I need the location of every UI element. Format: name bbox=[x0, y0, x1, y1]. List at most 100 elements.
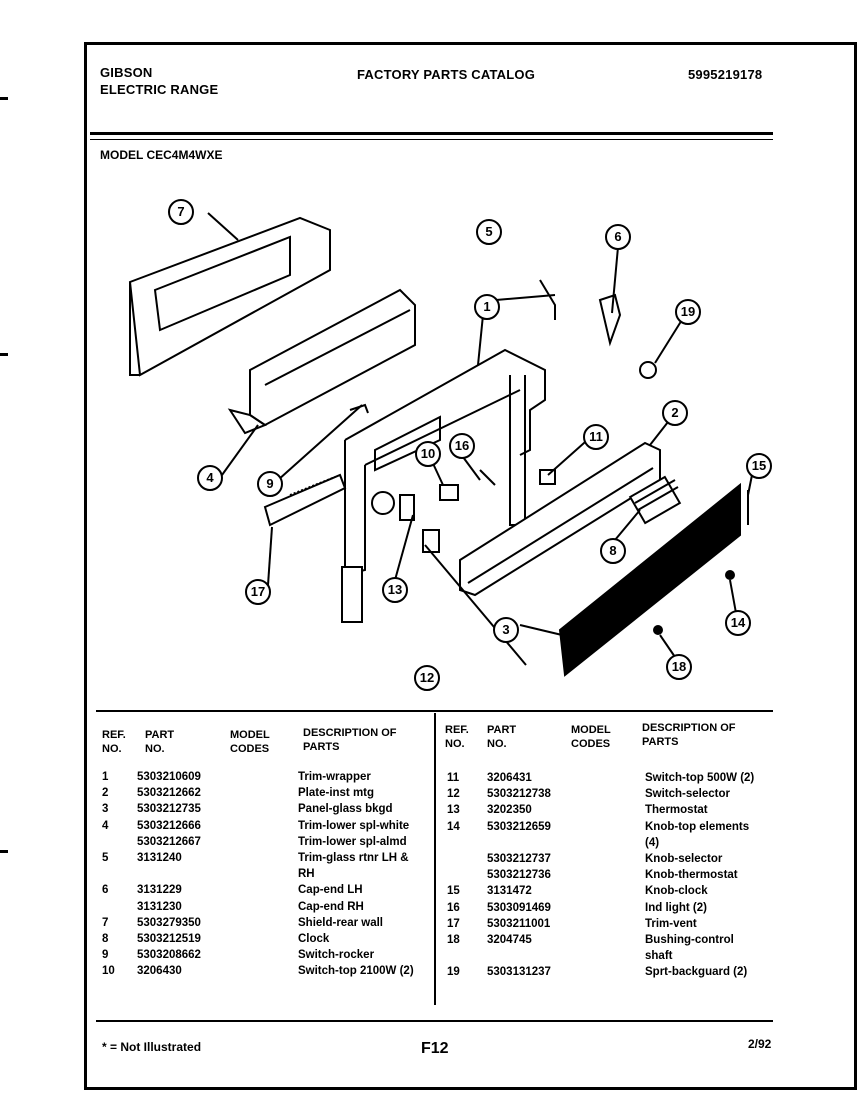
parts-part-left: 5303212519 bbox=[137, 933, 201, 945]
parts-ref-right: 14 bbox=[447, 820, 460, 833]
part-panel-glass bbox=[558, 482, 741, 677]
margin-mark bbox=[0, 850, 8, 853]
parts-desc-left: Panel-glass bkgd bbox=[298, 803, 393, 816]
col-part-left: PART NO. bbox=[145, 729, 175, 755]
callout-8: 8 bbox=[600, 538, 626, 564]
parts-desc-left: Trim-glass rtnr LH & bbox=[298, 852, 409, 864]
parts-part-left: 5303212667 bbox=[137, 835, 201, 848]
part-plate-inst-mtg bbox=[459, 441, 661, 597]
parts-desc-left: Trim-wrapper bbox=[298, 771, 371, 783]
part-shield-rear-wall bbox=[128, 216, 331, 377]
parts-desc-right: Ind light (2) bbox=[645, 901, 707, 914]
parts-desc-right: Knob-thermostat bbox=[645, 869, 738, 882]
margin-mark bbox=[0, 353, 8, 356]
parts-part-left: 5303208662 bbox=[137, 949, 201, 962]
parts-ref-left: 6 bbox=[102, 884, 109, 897]
parts-ref-left: 2 bbox=[102, 787, 109, 800]
parts-desc-left: Cap-end RH bbox=[298, 900, 364, 913]
callout-4: 4 bbox=[197, 465, 223, 491]
parts-ref-left: 3 bbox=[102, 803, 109, 816]
parts-part-right: 3204745 bbox=[487, 934, 532, 946]
callout-11: 11 bbox=[583, 424, 609, 450]
page-number: F12 bbox=[421, 1040, 449, 1057]
parts-desc-right: Knob-top elements bbox=[645, 820, 750, 833]
parts-desc-right: (4) bbox=[645, 836, 660, 849]
callout-19: 19 bbox=[675, 299, 701, 325]
part-trim-vent bbox=[263, 473, 347, 527]
margin-mark bbox=[0, 97, 8, 100]
table-divider bbox=[434, 713, 436, 1005]
part-knob-top bbox=[725, 570, 735, 580]
callout-6: 6 bbox=[605, 224, 631, 250]
parts-part-left: 5303212662 bbox=[137, 787, 201, 800]
parts-ref-right: 13 bbox=[447, 804, 460, 817]
callout-17: 17 bbox=[245, 579, 271, 605]
parts-part-left: 3131229 bbox=[137, 884, 182, 897]
parts-part-left: 3206430 bbox=[137, 965, 182, 978]
parts-desc-left: Switch-top 2100W (2) bbox=[298, 965, 414, 978]
parts-ref-right: 12 bbox=[447, 788, 460, 801]
part-thermostat bbox=[371, 491, 395, 515]
col-desc-right: DESCRIPTION OF PARTS bbox=[642, 722, 736, 748]
part-ind-light bbox=[479, 469, 496, 486]
parts-desc-right: Thermostat bbox=[645, 804, 708, 817]
part-support-backguard bbox=[639, 361, 657, 379]
parts-ref-left: 9 bbox=[102, 949, 109, 962]
parts-part-left: 5303212735 bbox=[137, 803, 201, 816]
col-model-right: MODEL CODES bbox=[571, 724, 611, 750]
callout-15: 15 bbox=[746, 453, 772, 479]
parts-desc-left: Cap-end LH bbox=[298, 884, 363, 897]
model-label: MODEL CEC4M4WXE bbox=[100, 148, 223, 162]
col-desc-left: DESCRIPTION OF PARTS bbox=[303, 727, 397, 753]
parts-desc-left: Trim-lower spl-white bbox=[298, 819, 410, 832]
parts-desc-right: Switch-top 500W (2) bbox=[645, 772, 755, 784]
callout-18: 18 bbox=[666, 654, 692, 680]
callout-16: 16 bbox=[449, 433, 475, 459]
parts-ref-right: 18 bbox=[447, 934, 460, 946]
parts-part-left: 3131230 bbox=[137, 900, 182, 913]
callout-2: 2 bbox=[662, 400, 688, 426]
parts-desc-left: RH bbox=[298, 868, 315, 881]
part-switch-top-500w bbox=[539, 469, 556, 485]
callout-14: 14 bbox=[725, 610, 751, 636]
parts-part-right: 3131472 bbox=[487, 885, 532, 898]
catalog-title: FACTORY PARTS CATALOG bbox=[357, 67, 536, 82]
part-end-cap bbox=[598, 293, 622, 347]
parts-desc-left: Shield-rear wall bbox=[298, 916, 384, 929]
part-thermostat-body bbox=[399, 494, 415, 521]
parts-ref-right: 16 bbox=[447, 901, 460, 914]
parts-part-right: 5303212736 bbox=[487, 869, 551, 882]
callout-1: 1 bbox=[474, 294, 500, 320]
table-top-rule bbox=[96, 710, 773, 712]
callout-10: 10 bbox=[415, 441, 441, 467]
parts-desc-right: Bushing-control bbox=[645, 934, 734, 946]
parts-desc-left: Switch-rocker bbox=[298, 949, 375, 962]
parts-part-left: 5303279350 bbox=[137, 916, 201, 929]
parts-ref-right: 19 bbox=[447, 966, 460, 979]
parts-part-left: 5303212666 bbox=[137, 819, 201, 832]
part-switch-selector bbox=[422, 529, 440, 553]
table-bottom-rule bbox=[96, 1020, 773, 1022]
parts-part-left: 5303210609 bbox=[137, 771, 201, 783]
parts-ref-right: 17 bbox=[447, 917, 460, 930]
parts-part-right: 5303212738 bbox=[487, 788, 551, 801]
parts-desc-right: Knob-selector bbox=[645, 853, 723, 865]
parts-desc-right: Sprt-backguard (2) bbox=[645, 966, 748, 979]
part-clock bbox=[628, 475, 682, 525]
parts-desc-right: Knob-clock bbox=[645, 885, 708, 898]
revision-date: 2/92 bbox=[748, 1037, 772, 1051]
product-name: ELECTRIC RANGE bbox=[100, 82, 219, 97]
callout-3: 3 bbox=[493, 617, 519, 643]
parts-part-right: 5303131237 bbox=[487, 966, 551, 979]
header-rule-thin bbox=[90, 139, 773, 140]
col-ref-left: REF. NO. bbox=[102, 729, 126, 755]
header-rule bbox=[90, 132, 773, 135]
parts-ref-right: 15 bbox=[447, 885, 460, 898]
callout-13: 13 bbox=[382, 577, 408, 603]
parts-ref-left: 10 bbox=[102, 965, 115, 978]
parts-part-right: 5303212737 bbox=[487, 853, 551, 865]
callout-9: 9 bbox=[257, 471, 283, 497]
parts-ref-left: 1 bbox=[102, 771, 109, 783]
catalog-number: 5995219178 bbox=[688, 67, 763, 82]
part-trim-lower-splash bbox=[227, 288, 416, 435]
